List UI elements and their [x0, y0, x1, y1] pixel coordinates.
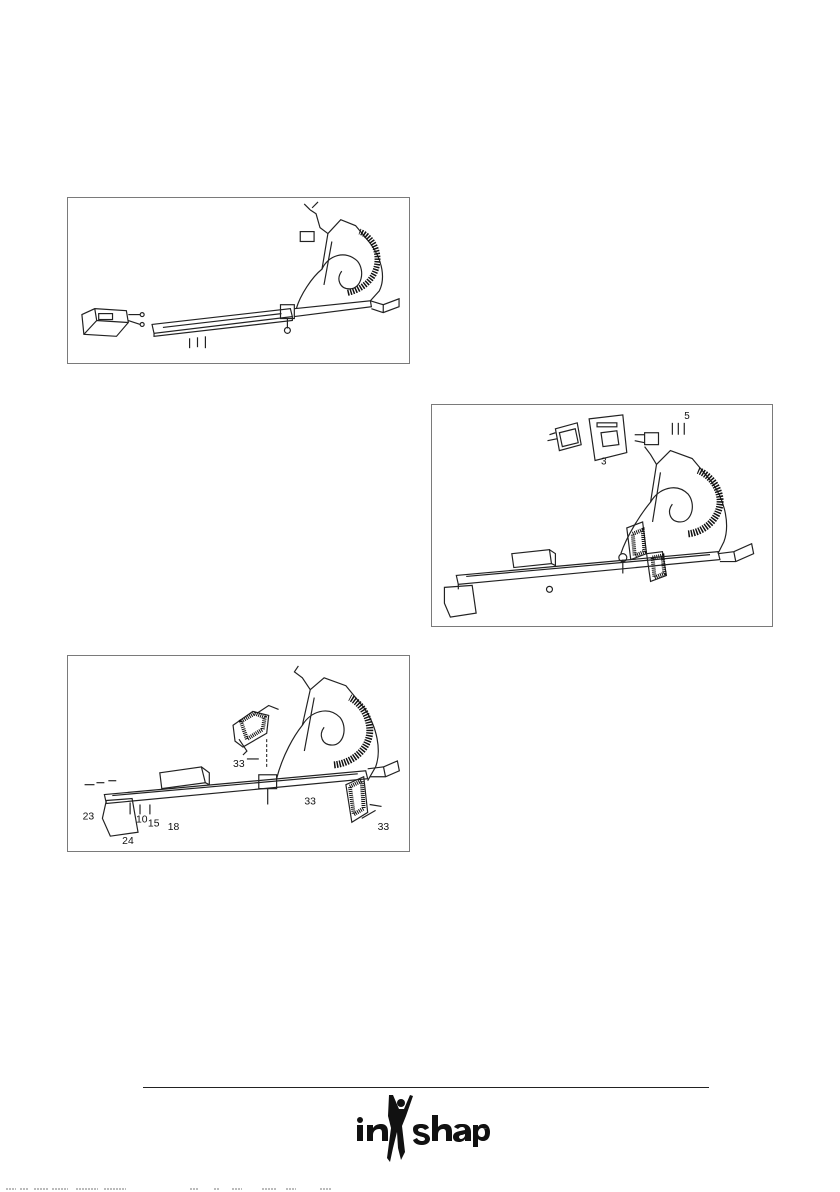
logo-alt-text: inshape: [483, 1128, 487, 1130]
inshape-logo: inshape: [355, 1093, 490, 1163]
callout-label: 15: [148, 818, 160, 829]
callout-label: 33: [304, 796, 316, 807]
callout-label: 3: [601, 456, 607, 467]
assembly-figure-1: [67, 197, 410, 364]
rower-monitor-drawing: 5 3: [432, 405, 772, 626]
footer-divider: [143, 1087, 709, 1088]
rower-footrest-drawing: 33 33 23 10 15 18 24 33: [68, 656, 409, 851]
rower-rail-drawing: [68, 198, 409, 363]
assembly-figure-2: 5 3: [431, 404, 773, 627]
scan-artifact: [0, 1185, 360, 1192]
callout-label: 23: [83, 811, 95, 822]
inshape-logo-icon: inshape: [355, 1093, 490, 1163]
callout-label: 18: [168, 822, 180, 833]
callout-label: 33: [378, 822, 390, 833]
callout-label: 33: [233, 759, 245, 770]
callout-label: 24: [122, 836, 134, 847]
assembly-figure-3: 33 33 23 10 15 18 24 33: [67, 655, 410, 852]
callout-label: 5: [684, 411, 690, 422]
callout-label: 10: [136, 814, 148, 825]
